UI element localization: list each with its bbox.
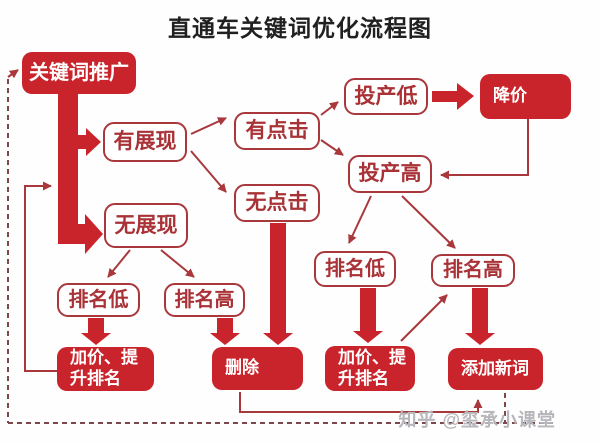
node-label: 投产低	[354, 84, 418, 108]
node-raise-bid-mid: 加价、提升排名	[325, 346, 415, 391]
node-price-cut: 降价	[480, 74, 571, 119]
node-label: 排名高	[443, 259, 503, 282]
node-label: 添加新词	[461, 358, 529, 378]
node-label: 有展现	[113, 130, 177, 154]
node-rank-low-left: 排名低	[57, 283, 140, 317]
node-add-new-words: 添加新词	[448, 348, 543, 390]
node-rank-high-left: 排名高	[164, 283, 245, 317]
node-rank-low-right: 排名低	[314, 251, 396, 287]
node-label: 加价、提升排名	[338, 347, 406, 388]
node-roi-low: 投产低	[344, 78, 428, 115]
node-label: 加价、提升排名	[70, 348, 138, 388]
node-roi-high: 投产高	[348, 155, 432, 193]
node-label: 无点击	[245, 191, 309, 215]
dashed-loop-lines	[7, 79, 556, 424]
watermark: 知乎 @玺承小课堂	[398, 410, 556, 430]
node-keyword-promotion: 关键词推广	[22, 52, 136, 94]
node-no-click: 无点击	[234, 184, 320, 222]
node-label: 删除	[225, 358, 259, 378]
node-raise-bid-left: 加价、提升排名	[57, 347, 154, 391]
thin-arrows	[7, 69, 529, 413]
node-delete: 删除	[212, 347, 303, 390]
page-title: 直通车关键词优化流程图	[168, 15, 432, 41]
node-has-impression: 有展现	[103, 122, 187, 162]
node-label: 投产高	[358, 162, 422, 186]
node-no-impression: 无展现	[104, 203, 188, 248]
node-label: 排名高	[174, 288, 235, 311]
node-label: 有点击	[245, 119, 309, 143]
node-label: 降价	[493, 86, 527, 106]
node-label: 关键词推广	[29, 61, 129, 84]
node-has-click: 有点击	[234, 112, 320, 150]
node-rank-high-right: 排名高	[431, 254, 515, 287]
node-label: 排名低	[68, 288, 129, 311]
thick-arrows	[58, 83, 495, 345]
node-label: 排名低	[325, 257, 385, 280]
node-label: 无展现	[114, 213, 178, 237]
